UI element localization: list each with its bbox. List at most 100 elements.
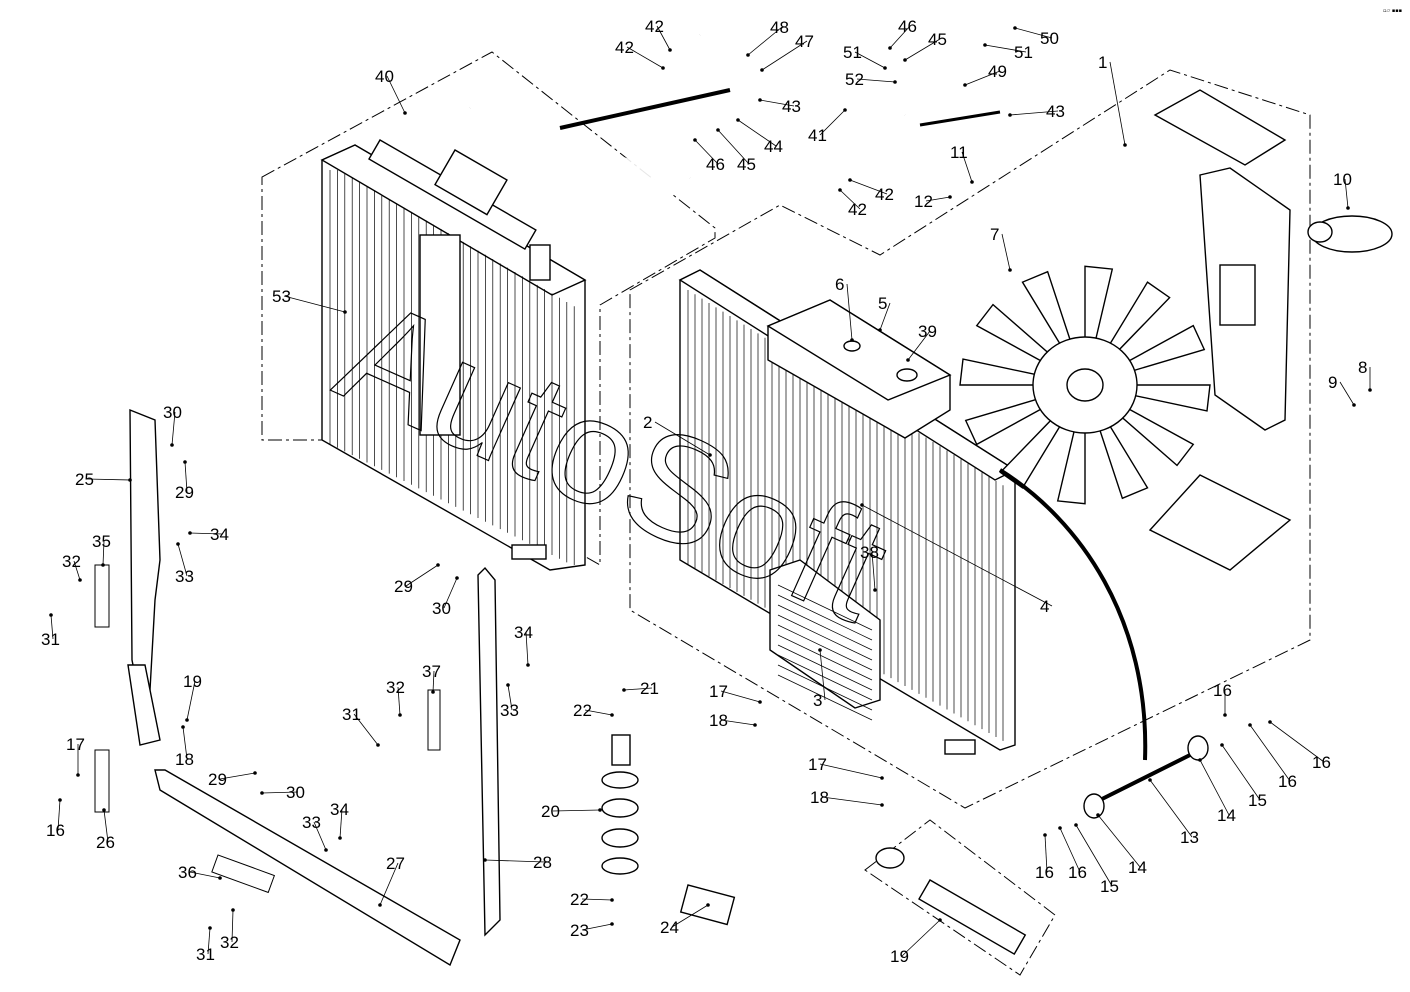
oil-cooler-53: [320, 144, 587, 571]
drain-pipe-19: [875, 847, 1027, 956]
drain-line: [998, 468, 1148, 761]
corner-glyphs: ▫▱ ▪▪▪: [1383, 8, 1402, 14]
callout-6: 6: [835, 275, 844, 294]
header-tank-5: [766, 299, 952, 439]
callout-8: 8: [1358, 358, 1367, 377]
callout-25: 25: [75, 470, 94, 489]
callout-14: 14: [1217, 806, 1236, 825]
callout-24: 24: [660, 918, 679, 937]
callout-48: 48: [770, 18, 789, 37]
callout-47: 47: [795, 32, 814, 51]
callout-17: 17: [66, 735, 85, 754]
callout-16: 16: [1035, 863, 1054, 882]
callout-19: 19: [890, 947, 909, 966]
callout-17: 17: [808, 755, 827, 774]
callout-45: 45: [928, 30, 947, 49]
callout-40: 40: [375, 67, 394, 86]
callout-33: 33: [175, 567, 194, 586]
bracket-25: [129, 408, 161, 702]
seal-36: [211, 854, 276, 894]
callout-1: 1: [1098, 53, 1107, 72]
callout-15: 15: [1100, 877, 1119, 896]
callout-34: 34: [514, 623, 533, 642]
callout-42: 42: [848, 200, 867, 219]
seal-26: [94, 749, 110, 813]
callout-53: 53: [272, 287, 291, 306]
callout-7: 7: [990, 225, 999, 244]
callout-42: 42: [615, 38, 634, 57]
callout-10: 10: [1333, 170, 1352, 189]
connector-bar-right: [919, 110, 1001, 127]
callout-51: 51: [1014, 43, 1033, 62]
callout-32: 32: [220, 933, 239, 952]
callout-29: 29: [394, 577, 413, 596]
fan-7: [959, 265, 1211, 505]
hoses-41: [466, 20, 920, 194]
callout-29: 29: [175, 483, 194, 502]
callout-21: 21: [640, 679, 659, 698]
callout-42: 42: [645, 17, 664, 36]
callout-37: 37: [422, 662, 441, 681]
callout-43: 43: [782, 97, 801, 116]
callout-17: 17: [709, 682, 728, 701]
callout-13: 13: [1180, 828, 1199, 847]
callout-30: 30: [286, 783, 305, 802]
callout-43: 43: [1046, 102, 1065, 121]
callout-38: 38: [860, 543, 879, 562]
callout-42: 42: [875, 185, 894, 204]
fan-motor-10: [1307, 215, 1393, 253]
callout-27: 27: [386, 854, 405, 873]
assembly-1-outline: [629, 69, 1311, 809]
callout-32: 32: [386, 678, 405, 697]
callout-23: 23: [570, 921, 589, 940]
callout-46: 46: [706, 155, 725, 174]
callout-20: 20: [541, 802, 560, 821]
callout-30: 30: [163, 403, 182, 422]
callout-22: 22: [570, 890, 589, 909]
callout-28: 28: [533, 853, 552, 872]
callout-36: 36: [178, 863, 197, 882]
callout-50: 50: [1040, 29, 1059, 48]
callout-45: 45: [737, 155, 756, 174]
mount-20: [601, 734, 639, 875]
rod-13: [1099, 753, 1191, 802]
bracket-lower: [127, 664, 161, 746]
assembly-19-outline: [864, 819, 1056, 976]
callout-16: 16: [1278, 772, 1297, 791]
assembly-40-outline: [261, 51, 716, 566]
washer-14a: [1187, 735, 1209, 761]
seal-35: [94, 564, 110, 628]
callout-51: 51: [843, 43, 862, 62]
callout-26: 26: [96, 833, 115, 852]
callout-39: 39: [918, 322, 937, 341]
fan-support-frame: [1148, 89, 1292, 571]
callout-31: 31: [342, 705, 361, 724]
callout-30: 30: [432, 599, 451, 618]
callout-9: 9: [1328, 373, 1337, 392]
callout-14: 14: [1128, 858, 1147, 877]
connector-bar-left: [559, 88, 731, 130]
callout-33: 33: [302, 813, 321, 832]
callout-34: 34: [210, 525, 229, 544]
leader-lines: [49, 25, 1372, 957]
callout-41: 41: [808, 126, 827, 145]
callout-16: 16: [46, 821, 65, 840]
strut-28: [477, 566, 501, 937]
callout-32: 32: [62, 552, 81, 571]
callout-11: 11: [950, 143, 968, 162]
pipe-brackets-40: [368, 139, 551, 281]
callout-22: 22: [573, 701, 592, 720]
callout-16: 16: [1213, 681, 1232, 700]
callout-3: 3: [813, 691, 822, 710]
callout-31: 31: [196, 945, 215, 964]
callout-4: 4: [1040, 597, 1049, 616]
callout-18: 18: [175, 750, 194, 769]
callout-16: 16: [1312, 753, 1331, 772]
callout-33: 33: [500, 701, 519, 720]
callout-5: 5: [878, 294, 887, 313]
callout-31: 31: [41, 630, 60, 649]
callout-52: 52: [845, 70, 864, 89]
callout-18: 18: [709, 711, 728, 730]
